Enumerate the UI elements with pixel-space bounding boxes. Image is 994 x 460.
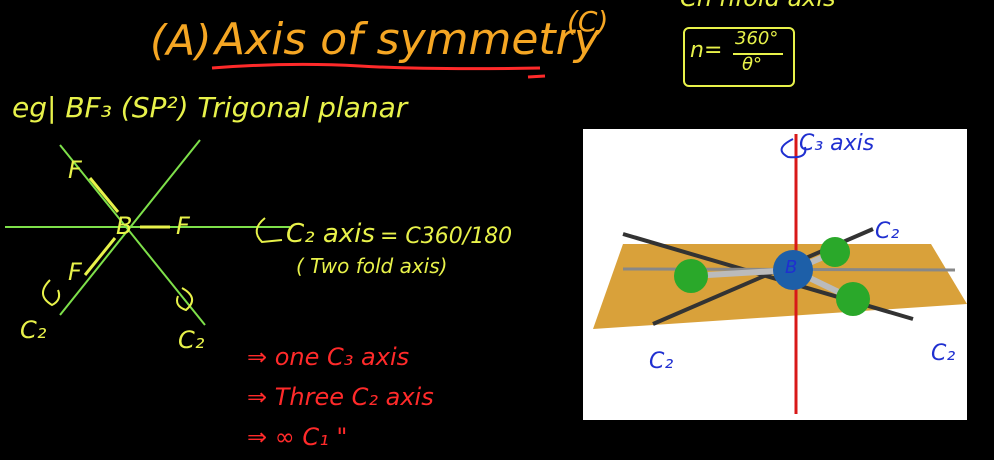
formula-box xyxy=(683,27,795,87)
molecule-panel: C₃ axis C₂ C₂ C₂ B xyxy=(583,129,967,420)
fluorine-atom-1 xyxy=(674,259,708,293)
formula-numerator: 360° xyxy=(735,28,779,49)
bf3-3d-illustration xyxy=(593,134,967,414)
conclusion-c2: ⇒ Three C₂ axis xyxy=(247,383,434,411)
example-heading: eg| BF₃ (SP²) Trigonal planar xyxy=(12,91,408,124)
c2-axis-label: C₂ axis xyxy=(286,219,375,249)
c2-label-top: C₂ xyxy=(875,219,900,244)
boron-atom xyxy=(773,250,813,290)
c2-label-left-panel: C₂ xyxy=(649,349,674,374)
c2-label-right-panel: C₂ xyxy=(931,341,956,366)
section-label-c: (C) xyxy=(567,5,609,38)
fluorine-atom-2 xyxy=(820,237,850,267)
c2-equation: = C360/180 xyxy=(380,224,513,249)
title-underline xyxy=(211,62,546,79)
conclusion-c3: ⇒ one C₃ axis xyxy=(247,343,410,371)
c3-axis-label: C₃ axis xyxy=(799,131,875,156)
atom-f-right: F xyxy=(176,212,190,240)
cn-fold-note: Cn nfold axis xyxy=(680,0,836,10)
bf3-sketch xyxy=(5,139,290,326)
conclusion-c1: ⇒ ∞ C₁ " xyxy=(247,423,348,451)
atom-f-bottom: F xyxy=(68,258,82,286)
c2-label-left: C₂ xyxy=(20,316,47,344)
atom-f-top: F xyxy=(68,156,82,184)
atom-b: B xyxy=(116,212,133,240)
center-atom-label: B xyxy=(785,257,798,278)
two-fold-note: ( Two fold axis) xyxy=(296,254,448,278)
fluorine-atom-3 xyxy=(836,282,870,316)
formula-denominator: θ° xyxy=(742,54,763,75)
c3-rotation-arrow xyxy=(780,138,807,159)
page-title: Axis of symmetry xyxy=(215,14,600,65)
section-label-a: (A) xyxy=(150,16,212,65)
c2-label-right: C₂ xyxy=(178,326,205,354)
fraction-bar xyxy=(733,53,783,55)
formula-lhs: n= xyxy=(690,38,723,63)
